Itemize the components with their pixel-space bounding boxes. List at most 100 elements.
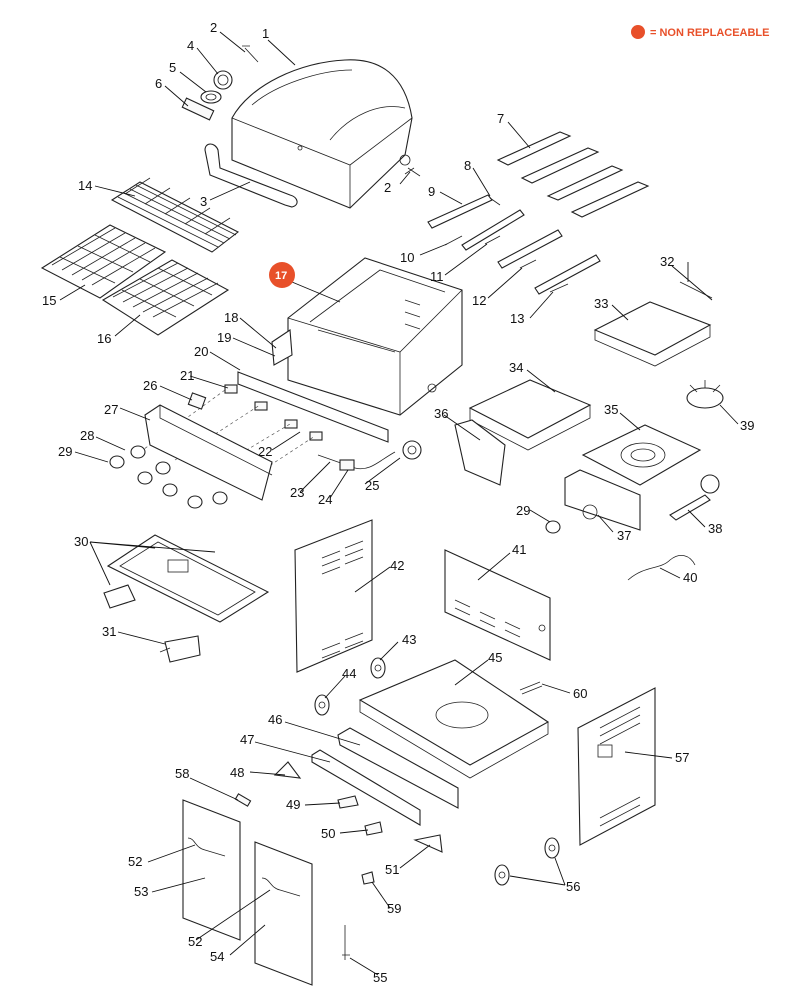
legend: = NON REPLACEABLE	[631, 25, 770, 39]
knob-left	[109, 455, 125, 469]
side-shelf	[468, 379, 592, 451]
part-number: 49	[286, 797, 300, 812]
grease-tray	[103, 534, 270, 623]
control-panel	[144, 404, 273, 501]
part-number: 11	[430, 269, 444, 284]
part-number: 29	[58, 444, 72, 459]
part-number: 54	[210, 949, 224, 964]
part-number: 14	[78, 178, 92, 193]
caster-56b	[494, 864, 510, 886]
front-rail	[337, 727, 459, 809]
bracket-50	[364, 821, 383, 836]
door-magnet	[234, 793, 252, 807]
door-latch	[342, 925, 350, 960]
part-number: 25	[365, 478, 379, 493]
part-number: 30	[74, 534, 88, 549]
firebox	[287, 257, 463, 416]
left-side-panel	[294, 519, 373, 673]
part-number: 9	[428, 184, 435, 199]
manifold-panel	[237, 371, 389, 443]
part-number: 28	[80, 428, 94, 443]
part-number: 2	[384, 180, 391, 195]
bottom-shelf	[358, 659, 550, 779]
part-number: 20	[194, 344, 208, 359]
clip-59	[361, 871, 375, 885]
side-burner-lid	[593, 301, 712, 367]
non-replaceable-marker-icon	[631, 25, 645, 39]
part-number: 47	[240, 732, 254, 747]
bracket-49	[337, 795, 359, 809]
control-knobs	[130, 445, 228, 509]
back-panel	[444, 549, 551, 661]
right-side-panel	[577, 687, 656, 846]
shelf-bracket	[454, 419, 506, 486]
caster-56a	[544, 837, 560, 859]
legend-text: = NON REPLACEABLE	[650, 27, 770, 39]
part-number: 48	[230, 765, 244, 780]
part-number: 37	[617, 528, 631, 543]
part-number: 56	[566, 879, 580, 894]
part-number: 24	[318, 492, 332, 507]
valves	[224, 384, 323, 441]
part-number: 33	[594, 296, 608, 311]
part-number: 42	[390, 558, 404, 573]
ignition-module	[187, 392, 207, 410]
bracket-51	[413, 834, 443, 853]
regulator	[339, 459, 355, 471]
carryover-12	[519, 259, 537, 269]
part-number: 27	[104, 402, 118, 417]
part-number: 6	[155, 76, 162, 91]
part-number: 17	[275, 270, 287, 282]
carryover-11	[484, 235, 501, 245]
part-number: 4	[187, 38, 194, 53]
part-number: 10	[400, 250, 414, 265]
part-number: 59	[387, 901, 401, 916]
part-number: 34	[509, 360, 523, 375]
part-number: 23	[290, 485, 304, 500]
part-number: 57	[675, 750, 689, 765]
part-number: 44	[342, 666, 356, 681]
part-number: 16	[97, 331, 111, 346]
side-burner-tube	[669, 494, 711, 521]
part-number: 52	[128, 854, 142, 869]
part-number: 38	[708, 521, 722, 536]
part-number: 19	[217, 330, 231, 345]
carryover-10	[444, 235, 463, 246]
thermometer-bezel	[200, 90, 222, 104]
part-number: 29	[516, 503, 530, 518]
side-burner-head	[700, 474, 720, 494]
caster-44	[314, 694, 330, 716]
part-number: 53	[134, 884, 148, 899]
burners	[427, 194, 601, 295]
part-number: 22	[258, 444, 272, 459]
part-number: 12	[472, 293, 486, 308]
hood-screw-top	[242, 45, 259, 63]
cooking-grate-right	[101, 259, 230, 336]
electrode-8	[489, 197, 501, 206]
part-number: 13	[510, 311, 524, 326]
part-number: 55	[373, 970, 387, 985]
lower-rail	[311, 749, 421, 826]
left-door	[182, 799, 241, 941]
regulator-hose	[317, 451, 396, 470]
part-number: 39	[740, 418, 754, 433]
carryover-13	[549, 283, 569, 293]
part-number: 51	[385, 862, 399, 877]
part-number: 50	[321, 826, 335, 841]
part-number: 40	[683, 570, 697, 585]
part-number: 31	[102, 624, 116, 639]
part-number: 21	[180, 368, 194, 383]
part-number: 58	[175, 766, 189, 781]
part-number: 1	[262, 26, 269, 41]
part-number: 43	[402, 632, 416, 647]
side-burner	[564, 424, 702, 531]
warming-rack	[110, 177, 240, 253]
side-burner-hose	[627, 555, 696, 581]
part-number: 60	[573, 686, 587, 701]
part-number: 46	[268, 712, 282, 727]
thermometer	[213, 70, 233, 90]
part-number: 7	[497, 111, 504, 126]
ignitor	[402, 440, 422, 460]
grease-cup	[159, 635, 201, 663]
